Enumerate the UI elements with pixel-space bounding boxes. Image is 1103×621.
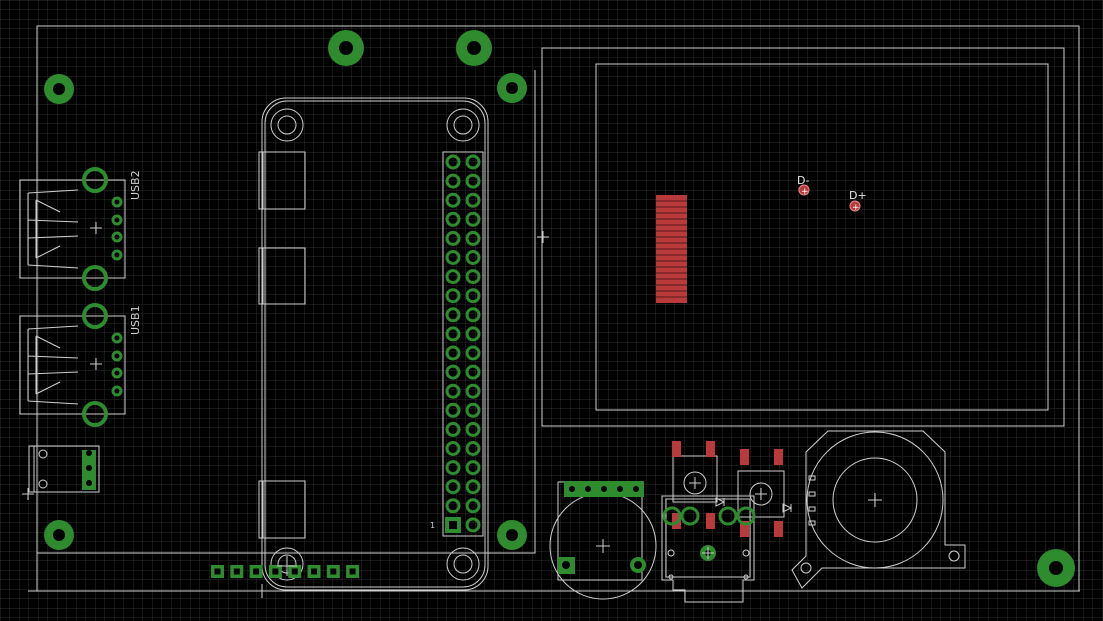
header-pin-hole [214, 568, 221, 575]
gpio-pin [445, 460, 461, 476]
header-pin-hole [311, 568, 317, 575]
plus-marker-icon [255, 556, 297, 598]
buzzer-footprint [549, 481, 657, 600]
gpio-pin [465, 517, 481, 533]
gpio-pin [465, 250, 481, 265]
gpio-header: 1 [430, 151, 484, 537]
gpio-pin [465, 498, 481, 514]
header-pin-hole [233, 568, 240, 575]
gpio-pin [445, 364, 461, 380]
gpio-pin [445, 173, 461, 189]
d-minus-label: D- [797, 174, 809, 187]
mounting-hole-icon [456, 30, 492, 66]
gpio-pin [465, 402, 481, 418]
d-plus-label: D+ [849, 189, 867, 202]
header-pin-hole [272, 568, 279, 575]
gpio-pin [465, 154, 481, 170]
header-pin-hole [253, 568, 260, 575]
gpio-pin [445, 326, 461, 342]
gpio-pin [445, 383, 461, 399]
mounting-hole-icon [1037, 549, 1075, 587]
display-active-area [595, 63, 1049, 411]
gpio-pin [445, 498, 461, 514]
svg-text:+: + [801, 187, 809, 197]
crosshair-icon [537, 231, 549, 243]
mounting-hole-icon [328, 30, 364, 66]
gpio-pin [465, 383, 481, 399]
gpio-pin [445, 479, 461, 495]
usb2-connector: USB2 [19, 167, 142, 291]
display-connector-pads [656, 195, 687, 303]
slide-switch [22, 445, 100, 500]
header-pin-hole [349, 568, 356, 575]
gpio-pin [445, 441, 461, 456]
gpio-pin [445, 288, 461, 304]
gpio-pin [465, 192, 481, 208]
gpio-pin [465, 269, 481, 285]
gpio-pin [465, 307, 481, 323]
mounting-hole-icon [497, 520, 527, 550]
gpio-pin [445, 402, 461, 418]
gpio-pin [445, 307, 461, 323]
mounting-hole-icon [497, 73, 527, 103]
gpio-pin [445, 345, 461, 361]
gpio-pin [445, 250, 461, 265]
gpio-pin [465, 288, 481, 304]
svg-text:1: 1 [430, 521, 435, 530]
gpio-pin [465, 211, 481, 227]
gpio-pin [445, 269, 461, 285]
gpio-pin [465, 364, 481, 380]
diode-symbol-icon [715, 497, 793, 513]
bottom-pin-header [211, 565, 360, 578]
gpio-pin [465, 441, 481, 456]
svg-text:+: + [852, 203, 860, 213]
gpio-pin [465, 173, 481, 189]
usb1-connector: USB1 [19, 303, 142, 427]
header-pin-hole [330, 568, 337, 575]
gpio-pin [465, 479, 481, 495]
audio-jack-footprint [661, 455, 785, 603]
mounting-hole-icon [44, 74, 74, 104]
gpio-pin [445, 192, 461, 208]
pi-zero-footprint [258, 97, 489, 591]
left-section-outline [36, 70, 536, 554]
mounting-hole-icon [44, 520, 74, 550]
gpio-pin [465, 421, 481, 437]
test-pad-d-minus[interactable]: D- + [797, 174, 810, 197]
gpio-pin [445, 421, 461, 437]
gpio-pin [465, 460, 481, 476]
usb2-label: USB2 [129, 170, 142, 200]
gpio-pin [465, 345, 481, 361]
gpio-pin [465, 230, 481, 246]
header-pin-hole [291, 568, 298, 575]
jack-vias [662, 506, 756, 561]
gpio-pin [465, 326, 481, 342]
mounting-holes [44, 30, 1075, 587]
speaker-footprint [791, 430, 966, 589]
gpio-pin [445, 211, 461, 227]
gpio-pin [445, 154, 461, 170]
test-pad-d-plus[interactable]: D+ + [849, 189, 867, 213]
gpio-pin [445, 230, 461, 246]
usb1-label: USB1 [129, 305, 142, 335]
